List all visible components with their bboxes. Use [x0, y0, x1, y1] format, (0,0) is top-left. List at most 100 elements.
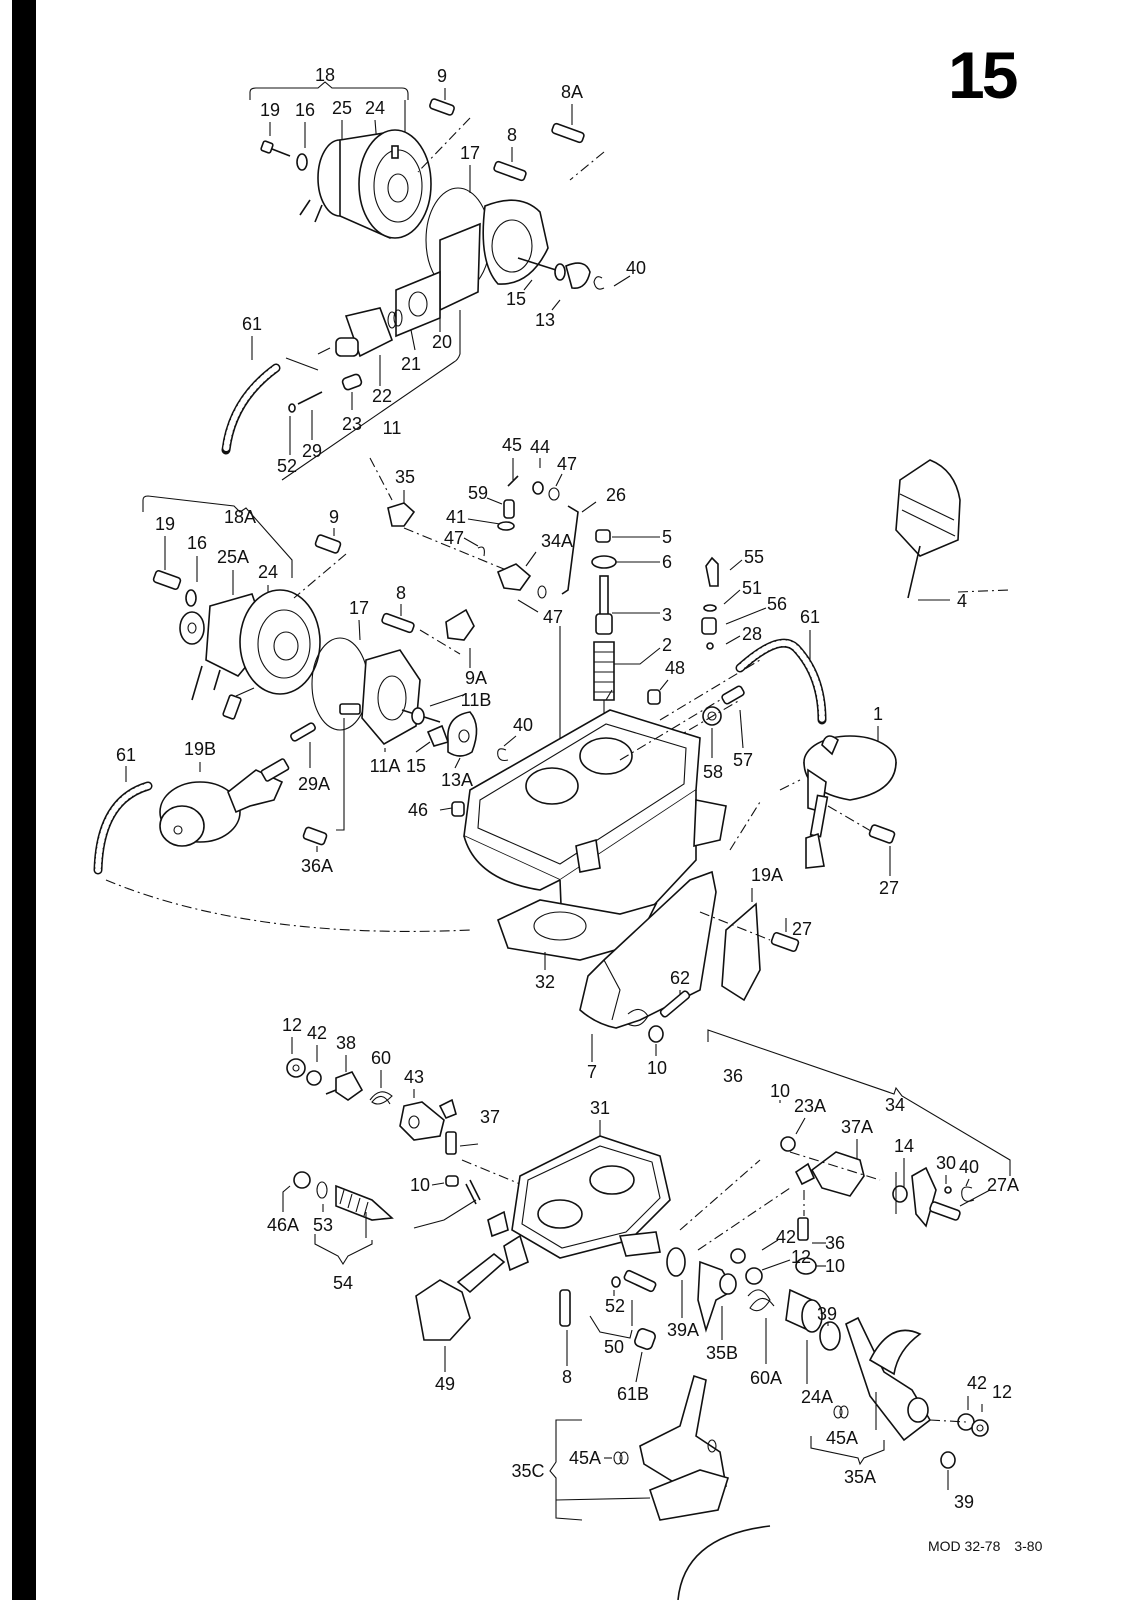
callout-41: 41	[445, 507, 467, 527]
callout-35A: 35A	[843, 1467, 877, 1487]
callout-51: 51	[741, 578, 763, 598]
callout-12-c: 12	[991, 1382, 1013, 1402]
pulldown-unit-19B	[159, 758, 290, 847]
clip-9A	[445, 608, 475, 668]
choke-cover-plate-top	[439, 199, 631, 312]
callout-35: 35	[394, 467, 416, 487]
hose-61-left-and-line	[93, 766, 471, 932]
callout-36-bracket: 36	[722, 1066, 744, 1086]
callout-39-a: 39	[816, 1304, 838, 1324]
jet-48	[647, 679, 669, 705]
callout-10-b: 10	[409, 1175, 431, 1195]
callout-9-mid: 9	[328, 507, 340, 527]
callout-12-a: 12	[281, 1015, 303, 1035]
cable-curve-bottom	[677, 1525, 771, 1600]
callout-9-top: 9	[436, 66, 448, 86]
vacuum-unit-1	[729, 726, 897, 876]
callout-52-bot: 52	[604, 1296, 626, 1316]
linkage-rod-26-and-clips	[369, 457, 597, 780]
lever-assembly-35C	[549, 1374, 730, 1521]
callout-49: 49	[434, 1374, 456, 1394]
callout-18: 18	[314, 65, 336, 85]
callout-62: 62	[669, 968, 691, 988]
callout-8-top: 8	[506, 125, 518, 145]
callout-40-mid: 40	[512, 715, 534, 735]
callout-18A: 18A	[223, 507, 257, 527]
choke-housing-mid	[179, 570, 321, 720]
callout-31: 31	[589, 1098, 611, 1118]
callout-2: 2	[661, 635, 673, 655]
callout-27-b: 27	[791, 919, 813, 939]
choke-housing-top	[299, 100, 432, 239]
callout-42-a: 42	[306, 1023, 328, 1043]
throttle-body-31	[487, 1120, 671, 1272]
clip-40-mid	[497, 735, 517, 762]
washer-42-nut-12-washer-39-bottom	[929, 1396, 989, 1490]
callout-22: 22	[371, 386, 393, 406]
callout-15-top: 15	[505, 289, 527, 309]
washer-16-top	[296, 122, 308, 171]
callout-39A: 39A	[666, 1320, 700, 1340]
plug-57-washer-58	[671, 685, 745, 758]
footer-date: 3-80	[1014, 1538, 1043, 1554]
callout-24-top: 24	[364, 98, 386, 118]
callout-30: 30	[935, 1153, 957, 1173]
page-number: 15	[948, 38, 1018, 112]
needle-valve-stack	[591, 529, 661, 820]
callout-3: 3	[661, 605, 673, 625]
callout-13A: 13A	[440, 770, 474, 790]
callout-46: 46	[407, 800, 429, 820]
pulldown-diaphragm-top	[281, 270, 461, 481]
callout-59: 59	[467, 483, 489, 503]
callout-11B: 11B	[460, 690, 492, 710]
callout-35B: 35B	[705, 1343, 739, 1363]
footer-code: MOD 32-78 3-80	[928, 1538, 1056, 1554]
callout-55: 55	[743, 547, 765, 567]
lever-14-30-40-screw-27A	[892, 1158, 991, 1228]
callout-42-b: 42	[775, 1227, 797, 1247]
callout-21: 21	[400, 354, 422, 374]
callout-24A: 24A	[800, 1387, 834, 1407]
callout-50: 50	[603, 1337, 625, 1357]
callout-14: 14	[893, 1136, 915, 1156]
bracket-36-34	[707, 1029, 1011, 1176]
callout-38: 38	[335, 1033, 357, 1053]
callout-39-b: 39	[953, 1492, 975, 1512]
callout-24-mid: 24	[257, 562, 279, 582]
callout-58: 58	[702, 762, 724, 782]
callout-7: 7	[586, 1062, 598, 1082]
callout-61-right: 61	[799, 607, 821, 627]
callout-25A: 25A	[216, 547, 250, 567]
washer-39A-lever-35B	[666, 1247, 737, 1340]
bracket-7	[579, 870, 717, 1062]
nut-23A-lever-37A	[780, 1117, 881, 1197]
callout-5: 5	[661, 527, 673, 547]
washer-42-nut-12-screw-36-nut-10	[679, 1159, 826, 1285]
callout-60: 60	[370, 1048, 392, 1068]
callout-45: 45	[501, 435, 523, 455]
callout-27-a: 27	[878, 878, 900, 898]
callout-37: 37	[479, 1107, 501, 1127]
callout-4: 4	[956, 591, 968, 611]
vacuum-unit-4	[895, 459, 1011, 601]
callout-47-c: 47	[542, 607, 564, 627]
screw-8-bottom	[559, 1289, 571, 1366]
callout-26: 26	[605, 485, 627, 505]
callout-17-mid: 17	[348, 598, 370, 618]
bolt-19-and-washer-16-mid	[152, 536, 198, 607]
carburettor-upper-body	[439, 659, 761, 943]
callout-61B: 61B	[616, 1384, 650, 1404]
callout-12-b: 12	[790, 1247, 812, 1267]
callout-15-mid: 15	[405, 756, 427, 776]
cover-plate-11A	[336, 649, 421, 831]
hose-61-right	[735, 630, 827, 725]
screw-29A-and-36A	[290, 722, 328, 852]
footer-model: MOD 32-78	[928, 1538, 1001, 1554]
screws-23-29-and-oring-52	[285, 357, 363, 455]
jets-55-51-56-28	[701, 556, 767, 650]
callout-47-a: 47	[556, 454, 578, 474]
callout-28: 28	[741, 624, 763, 644]
callout-45A-b: 45A	[568, 1448, 602, 1468]
callout-11A: 11A	[369, 756, 401, 776]
